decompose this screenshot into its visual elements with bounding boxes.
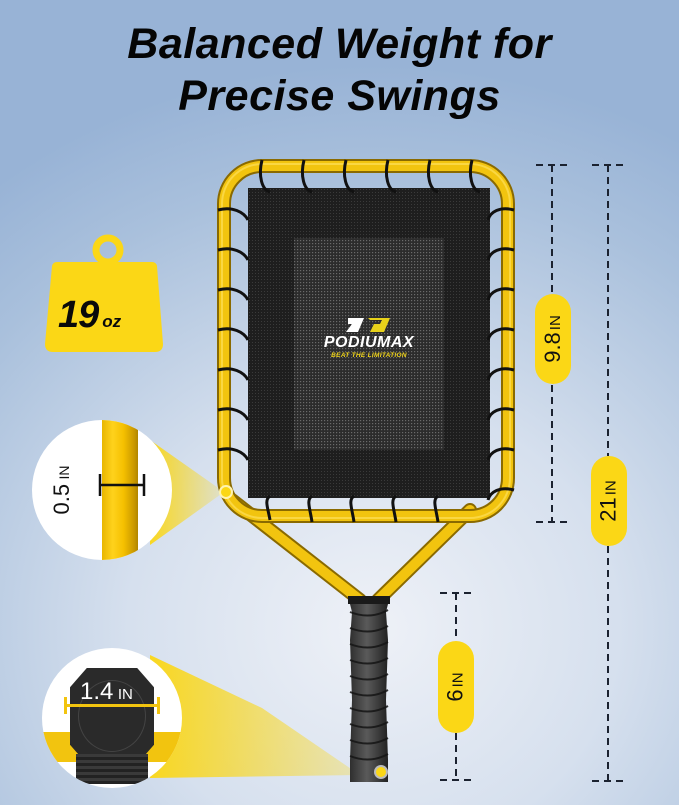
- weight-value: 19: [58, 294, 99, 336]
- frame-thickness-unit: IN: [56, 465, 72, 480]
- headline-line-1: Balanced Weight for: [127, 20, 552, 68]
- headline-line-2: Precise Swings: [178, 72, 501, 120]
- frame-thickness-value: 0.5: [49, 483, 74, 515]
- grip-diameter-callout: 1.4 IN: [42, 648, 182, 788]
- weight-badge: 19 oz: [44, 232, 164, 354]
- podiumax-logo-icon: [346, 318, 390, 332]
- grip-diameter-unit: IN: [117, 686, 133, 703]
- handle-length-label: 6IN: [438, 641, 474, 733]
- weight-icon: [45, 234, 163, 352]
- grip-diameter-value: 1.4: [80, 678, 114, 705]
- head-height-label: 9.8IN: [535, 294, 571, 384]
- brand-tagline: BEAT THE LIMITATION: [331, 352, 407, 359]
- total-length-label: 21IN: [591, 456, 627, 546]
- brand-logo: PODIUMAX BEAT THE LIMITATION: [298, 316, 440, 360]
- headline: Balanced Weight for Precise Swings: [0, 18, 679, 122]
- weight-unit: oz: [102, 312, 122, 331]
- frame-thickness-callout: 0.5 IN: [32, 420, 172, 560]
- thickness-marker-icon: [98, 474, 146, 496]
- brand-name: PODIUMAX: [323, 334, 415, 351]
